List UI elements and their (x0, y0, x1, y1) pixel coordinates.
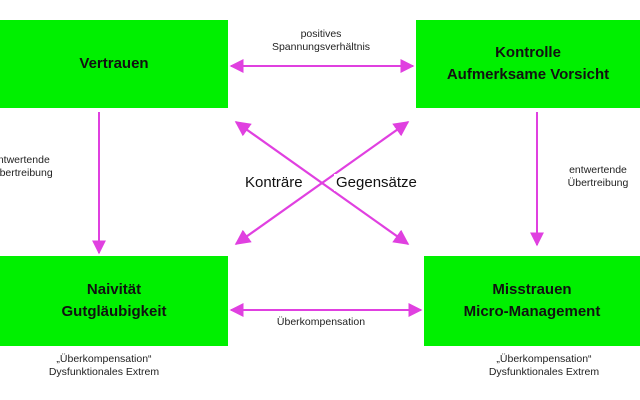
box-vertrauen: Vertrauen (0, 20, 228, 108)
box-naivitaet: Naivität Gutgläubigkeit (0, 256, 228, 346)
under-right-label: „Überkompensation“ Dysfunktionales Extre… (454, 353, 634, 379)
box-kontrolle: Kontrolle Aufmerksame Vorsicht (416, 20, 640, 108)
under-left-line1: „Überkompensation“ (56, 353, 152, 365)
left-relation-line2: Übertreibung (0, 167, 53, 179)
vertrauen-title: Vertrauen (79, 55, 149, 72)
naivitaet-title: Naivität (86, 281, 142, 298)
top-relation-line2: Spannungsverhältnis (271, 41, 371, 53)
top-relation-label: positives Spannungsverhältnis (246, 28, 396, 54)
kontrolle-subtitle: Aufmerksame Vorsicht (446, 66, 610, 83)
misstrauen-title: Misstrauen (492, 281, 572, 298)
box-misstrauen: Misstrauen Micro-Management (424, 256, 640, 346)
under-right-line2: Dysfunktionales Extrem (488, 366, 600, 378)
under-right-line1: „Überkompensation“ (496, 353, 592, 365)
center-label-left: Konträre (243, 174, 305, 191)
diagonal-arrow-2 (234, 121, 410, 245)
right-relation-label: entwertende Übertreibung (548, 164, 640, 190)
right-relation-line2: Übertreibung (567, 177, 629, 189)
naivitaet-subtitle: Gutgläubigkeit (61, 303, 167, 320)
misstrauen-subtitle: Micro-Management (463, 303, 601, 320)
kontrolle-title: Kontrolle (495, 44, 561, 61)
under-left-label: „Überkompensation“ Dysfunktionales Extre… (14, 353, 194, 379)
left-relation-label: entwertende Übertreibung (0, 154, 82, 180)
top-relation-line1: positives (300, 28, 342, 40)
under-left-line2: Dysfunktionales Extrem (48, 366, 160, 378)
bottom-relation-label: Überkompensation (276, 316, 366, 328)
left-relation-line1: entwertende (0, 154, 50, 166)
center-label-right: Gegensätze (334, 174, 419, 191)
right-relation-line1: entwertende (569, 164, 627, 176)
